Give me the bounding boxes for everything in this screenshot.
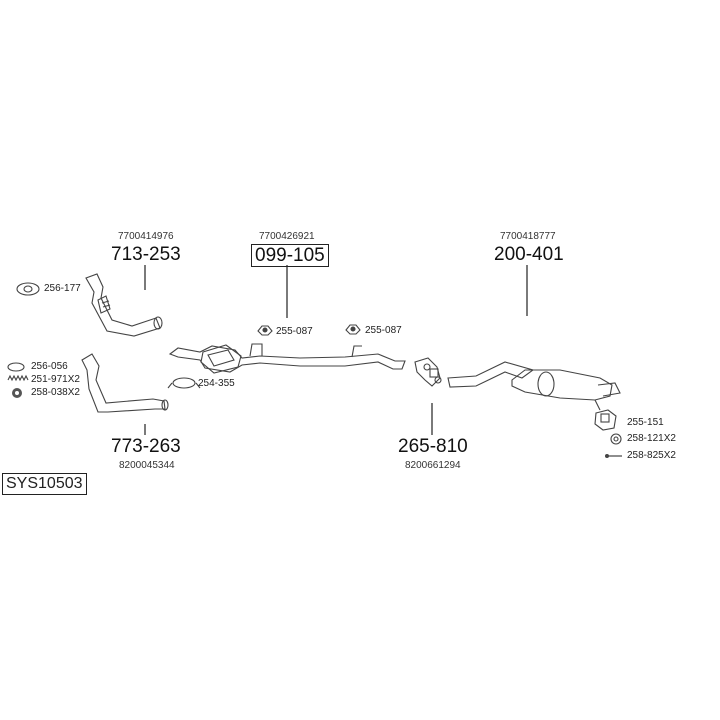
part-265-810[interactable]: 265-810 (398, 436, 468, 457)
system-code: SYS10503 (2, 473, 87, 495)
acc-255-151[interactable]: 255-151 (627, 417, 664, 428)
gasket-upper-part (16, 282, 40, 296)
acc-254-355[interactable]: 254-355 (198, 378, 235, 389)
oem-265-810: 8200661294 (405, 460, 461, 471)
clamp-cat-part (167, 377, 201, 389)
middle-clamp-part (414, 357, 442, 387)
part-773-263[interactable]: 773-263 (111, 436, 181, 457)
front-pipe-upper-part (85, 273, 163, 337)
spring-part (7, 374, 29, 382)
gasket-lower-part (7, 362, 25, 372)
part-200-401[interactable]: 200-401 (494, 244, 564, 265)
acc-258-825X2[interactable]: 258-825X2 (627, 450, 676, 461)
oem-099-105: 7700426921 (259, 231, 315, 242)
oem-773-263: 8200045344 (119, 460, 175, 471)
part-099-105[interactable]: 099-105 (251, 244, 329, 267)
acc-256-056[interactable]: 256-056 (31, 361, 68, 372)
rear-mount-part (594, 409, 617, 431)
acc-258-038X2[interactable]: 258-038X2 (31, 387, 80, 398)
acc-251-971X2[interactable]: 251-971X2 (31, 374, 80, 385)
acc-255-087-a[interactable]: 255-087 (276, 326, 313, 337)
oem-713-253: 7700414976 (118, 231, 174, 242)
mount-2-part (345, 324, 361, 335)
washer-part (610, 433, 622, 445)
rear-silencer-part (447, 361, 621, 411)
catalytic-converter-part (168, 343, 406, 374)
mount-1-part (257, 325, 273, 336)
acc-256-177[interactable]: 256-177 (44, 283, 81, 294)
oem-200-401: 7700418777 (500, 231, 556, 242)
acc-255-087-b[interactable]: 255-087 (365, 325, 402, 336)
part-713-253[interactable]: 713-253 (111, 244, 181, 265)
nut-part (12, 388, 22, 398)
bolt-part (605, 454, 622, 458)
acc-258-121X2[interactable]: 258-121X2 (627, 433, 676, 444)
front-pipe-lower-part (81, 353, 169, 413)
